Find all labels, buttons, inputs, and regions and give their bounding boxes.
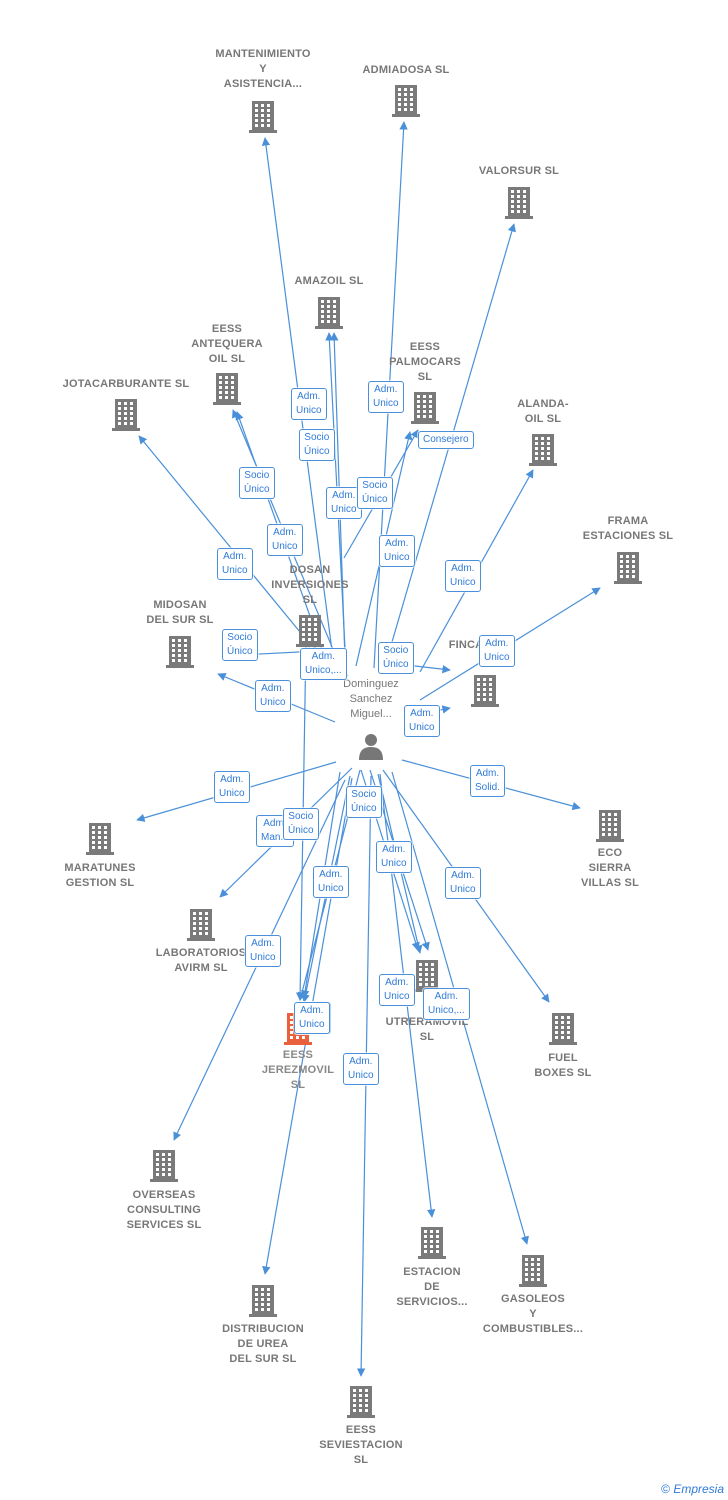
company-name[interactable]: EESS JEREZMOVIL SL xyxy=(261,1049,335,1091)
relation-label[interactable]: Socio Único xyxy=(222,629,258,661)
building-icon xyxy=(86,823,114,855)
relation-label[interactable]: Adm. Unico xyxy=(291,388,327,420)
building-icon xyxy=(112,399,140,431)
relation-label[interactable]: Adm. Unico xyxy=(368,381,404,413)
building-icon xyxy=(413,960,441,992)
company-name[interactable]: DISTRIBUCION DE UREA DEL SUR SL xyxy=(222,1323,304,1365)
company-name[interactable]: EESS SEVIESTACION SL xyxy=(319,1424,403,1466)
relation-label[interactable]: Adm. Unico xyxy=(343,1053,379,1085)
company-name[interactable]: OVERSEAS CONSULTING SERVICES SL xyxy=(126,1189,202,1231)
copyright-symbol: © xyxy=(661,1482,670,1496)
person-icon xyxy=(359,734,383,760)
building-icon xyxy=(187,909,215,941)
company-name[interactable]: VALORSUR SL xyxy=(478,165,560,177)
relation-label[interactable]: Adm. Unico xyxy=(217,548,253,580)
company-name[interactable]: MANTENIMIENTO Y ASISTENCIA... xyxy=(215,48,311,90)
company-name[interactable]: MIDOSAN DEL SUR SL xyxy=(146,599,214,626)
relation-label[interactable]: Socio Único xyxy=(239,467,275,499)
building-icon xyxy=(614,552,642,584)
building-icon xyxy=(249,101,277,133)
building-icon xyxy=(529,434,557,466)
relation-label[interactable]: Adm. Unico xyxy=(267,524,303,556)
company-name[interactable]: ADMIADOSA SL xyxy=(362,64,450,76)
relation-label[interactable]: Adm. Unico xyxy=(479,635,515,667)
company-name[interactable]: FUEL BOXES SL xyxy=(534,1052,592,1079)
relation-label[interactable]: Socio Único xyxy=(378,642,414,674)
relation-label[interactable]: Adm. Unico xyxy=(313,866,349,898)
relation-label[interactable]: Adm. Solid. xyxy=(470,765,506,797)
relation-label[interactable]: Adm. Unico xyxy=(379,535,415,567)
relation-label[interactable]: Adm. Unico,... xyxy=(423,988,470,1020)
building-icon xyxy=(471,675,499,707)
building-icon xyxy=(249,1285,277,1317)
relation-label[interactable]: Adm. Unico xyxy=(255,680,291,712)
company-name[interactable]: ALANDA- OIL SL xyxy=(517,398,569,425)
company-name[interactable]: DOSAN INVERSIONES SL xyxy=(271,564,349,606)
relation-label[interactable]: Socio Único xyxy=(357,477,393,509)
relation-label[interactable]: Adm. Unico xyxy=(245,935,281,967)
relation-label[interactable]: Adm. Unico xyxy=(404,705,440,737)
company-name[interactable]: LABORATORIOS AVIRM SL xyxy=(155,947,247,974)
relation-label[interactable]: Adm. Unico xyxy=(376,841,412,873)
company-name[interactable]: JOTACARBURANTE SL xyxy=(62,378,190,390)
brand-logo-text: Empresia xyxy=(673,1482,724,1496)
building-icon xyxy=(549,1013,577,1045)
footer-brand: © Empresia xyxy=(661,1482,724,1496)
company-name[interactable]: GASOLEOS Y COMBUSTIBLES... xyxy=(482,1293,584,1335)
building-icon xyxy=(166,636,194,668)
relation-label[interactable]: Socio Único xyxy=(346,786,382,818)
company-name[interactable]: FINCA xyxy=(448,639,484,651)
company-name[interactable]: MARATUNES GESTION SL xyxy=(64,862,136,889)
company-name[interactable]: AMAZOIL SL xyxy=(294,275,364,287)
relation-label[interactable]: Adm. Unico xyxy=(214,771,250,803)
building-icon xyxy=(596,810,624,842)
relation-label[interactable]: Adm. Unico xyxy=(379,974,415,1006)
company-name[interactable]: ECO SIERRA VILLAS SL xyxy=(580,847,640,889)
relation-label[interactable]: Adm. Unico,... xyxy=(300,648,347,680)
relation-label[interactable]: Adm. Unico xyxy=(445,867,481,899)
relation-label[interactable]: Consejero xyxy=(418,431,474,449)
building-icon xyxy=(347,1386,375,1418)
building-icon xyxy=(505,187,533,219)
relation-edge xyxy=(138,435,301,633)
building-icon xyxy=(296,615,324,647)
relation-label[interactable]: Socio Único xyxy=(283,808,319,840)
building-icon xyxy=(519,1255,547,1287)
building-icon xyxy=(150,1150,178,1182)
company-name[interactable]: ESTACION DE SERVICIOS... xyxy=(396,1266,468,1308)
building-icon xyxy=(315,297,343,329)
building-icon xyxy=(418,1227,446,1259)
person-name[interactable]: Dominguez Sanchez Miguel... xyxy=(343,678,399,720)
building-icon xyxy=(392,85,420,117)
relation-label[interactable]: Adm. Unico xyxy=(445,560,481,592)
company-name[interactable]: EESS PALMOCARS SL xyxy=(389,341,461,383)
building-icon xyxy=(213,373,241,405)
building-icon xyxy=(411,392,439,424)
company-name[interactable]: FRAMA ESTACIONES SL xyxy=(582,515,674,542)
company-name[interactable]: EESS ANTEQUERA OIL SL xyxy=(191,323,263,365)
relation-label[interactable]: Socio Único xyxy=(299,429,335,461)
relation-label[interactable]: Adm. Unico xyxy=(294,1002,330,1034)
